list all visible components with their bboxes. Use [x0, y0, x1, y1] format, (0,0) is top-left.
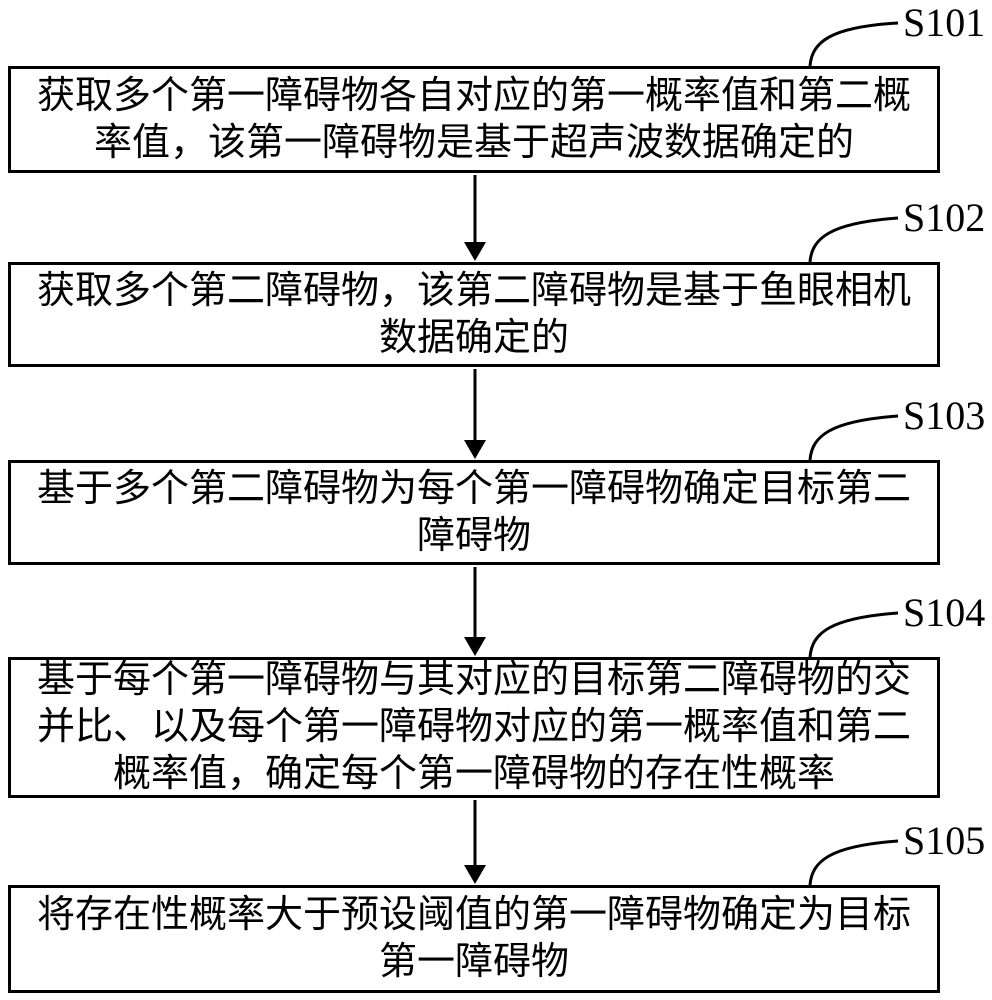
step-text-line: 障碍物 [416, 514, 531, 557]
leader-curve-s105 [808, 839, 899, 886]
step-box-s105: 将存在性概率大于预设阈值的第一障碍物确定为目标 第一障碍物 [8, 885, 940, 993]
leader-curve-s102 [808, 216, 899, 263]
step-text-line: 将存在性概率大于预设阈值的第一障碍物确定为目标 [36, 894, 911, 936]
step-label-s105: S105 [903, 818, 986, 863]
step-box-s104: 基于每个第一障碍物与其对应的目标第二障碍物的交 并比、以及每个第一障碍物对应的第… [8, 657, 940, 798]
step-label-s103: S103 [903, 393, 986, 438]
step-label-s104: S104 [903, 590, 986, 635]
step-box-s102: 获取多个第二障碍物，该第二障碍物是基于鱼眼相机 数据确定的 [8, 262, 940, 367]
step-label-s101: S101 [903, 0, 986, 45]
leader-curve-s101 [808, 21, 899, 67]
step-text-line: 并比、以及每个第一障碍物对应的第一概率值和第二 [36, 706, 911, 748]
step-text-line: 基于每个第一障碍物与其对应的目标第二障碍物的交 [36, 659, 911, 701]
step-text-line: 获取多个第一障碍物各自对应的第一概率值和第二概 [36, 74, 911, 117]
flow-arrow-2 [464, 369, 486, 459]
step-box-s103: 基于多个第二障碍物为每个第一障碍物确定目标第二 障碍物 [8, 460, 940, 565]
step-text-line: 数据确定的 [378, 316, 569, 359]
step-text-line: 第一障碍物 [378, 941, 569, 983]
step-text-line: 率值，该第一障碍物是基于超声波数据确定的 [93, 121, 854, 164]
leader-curve-s104 [808, 611, 899, 658]
leader-curve-s103 [808, 414, 899, 461]
step-text-line: 基于多个第二障碍物为每个第一障碍物确定目标第二 [36, 467, 911, 510]
flow-arrow-1 [464, 175, 486, 261]
step-text-line: 概率值，确定每个第一障碍物的存在性概率 [112, 753, 835, 795]
flow-arrow-4 [464, 800, 486, 884]
step-box-s101: 获取多个第一障碍物各自对应的第一概率值和第二概 率值，该第一障碍物是基于超声波数… [8, 66, 940, 173]
step-label-s102: S102 [903, 195, 986, 240]
step-text-line: 获取多个第二障碍物，该第二障碍物是基于鱼眼相机 [36, 269, 911, 312]
flow-arrow-3 [464, 567, 486, 656]
